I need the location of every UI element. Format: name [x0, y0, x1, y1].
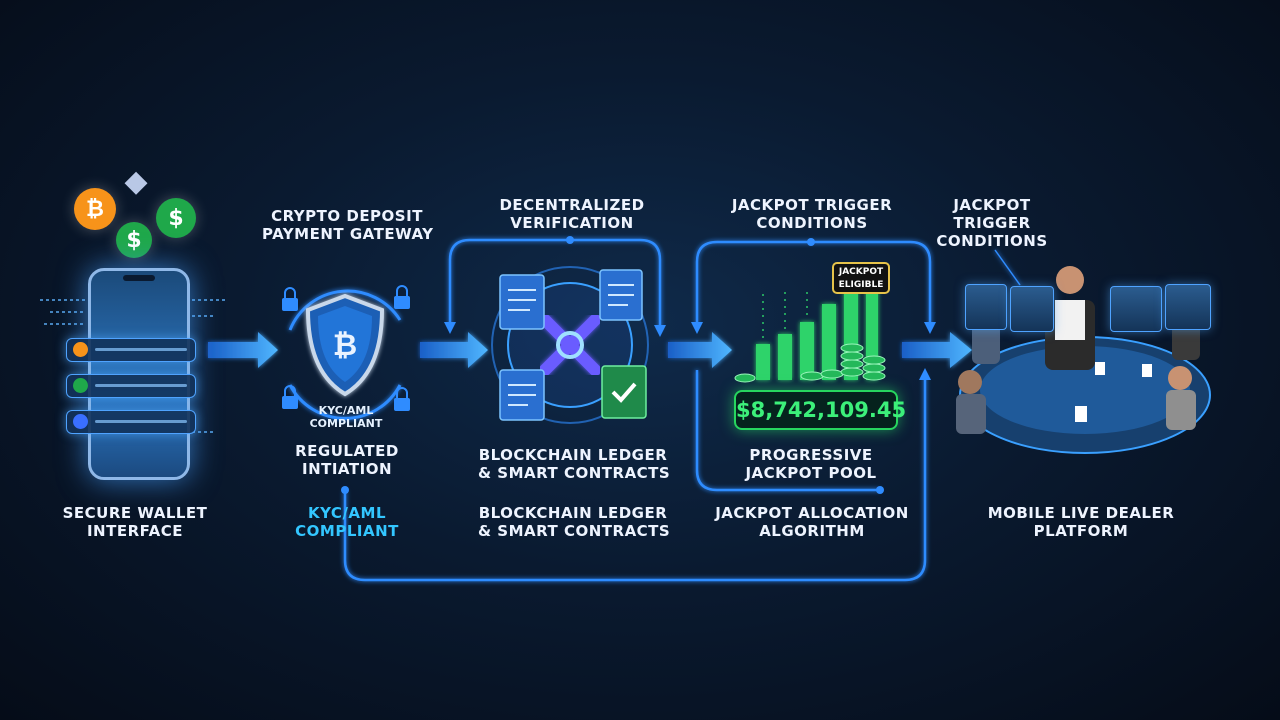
video-feed-screen-center-left	[1010, 286, 1054, 332]
arrow-4	[902, 332, 972, 368]
wallet-row-dollar	[66, 374, 196, 398]
label-blockchain-ledger-1: BLOCKCHAIN LEDGER& SMART CONTRACTS	[478, 446, 671, 482]
verification-loop	[448, 238, 662, 330]
ethereum-icon: ◆	[124, 163, 148, 199]
pool-return-loop	[695, 370, 880, 492]
arrow-1	[208, 332, 278, 368]
label-blockchain-ledger-2: BLOCKCHAIN LEDGER& SMART CONTRACTS	[478, 504, 671, 540]
jackpot-eligible-badge: JACKPOT ELIGIBLE	[832, 262, 890, 294]
arrow-2	[420, 332, 488, 368]
wallet-row-token	[66, 410, 196, 434]
shield-bitcoin-icon: ₿	[332, 328, 358, 363]
video-feed-screen-left	[965, 284, 1007, 330]
trigger-loop	[695, 240, 932, 325]
phone-notch	[123, 275, 155, 281]
dollar-coin-icon: $	[116, 222, 152, 258]
dollar-coin-icon-2: $	[156, 198, 196, 238]
shield-ring	[288, 289, 402, 420]
jackpot-amount: $8,742,109.45	[734, 390, 906, 430]
dealer-pointer	[994, 249, 1021, 286]
kyc-aml-badge-text: KYC/AML COMPLIANT	[309, 404, 383, 430]
video-feed-screen-right	[1165, 284, 1211, 330]
live-dealer-table-icon	[956, 266, 1211, 454]
bitcoin-icon: ₿	[74, 188, 116, 230]
checkmark-icon	[611, 382, 637, 403]
shield-icon	[305, 293, 385, 397]
padlock-icons	[282, 285, 410, 411]
arrow-3	[668, 332, 732, 368]
coin-stacks	[734, 343, 886, 383]
bottom-return-loop	[343, 375, 927, 582]
wallet-row-bitcoin	[66, 338, 196, 362]
video-feed-screen-center-right	[1110, 286, 1162, 332]
